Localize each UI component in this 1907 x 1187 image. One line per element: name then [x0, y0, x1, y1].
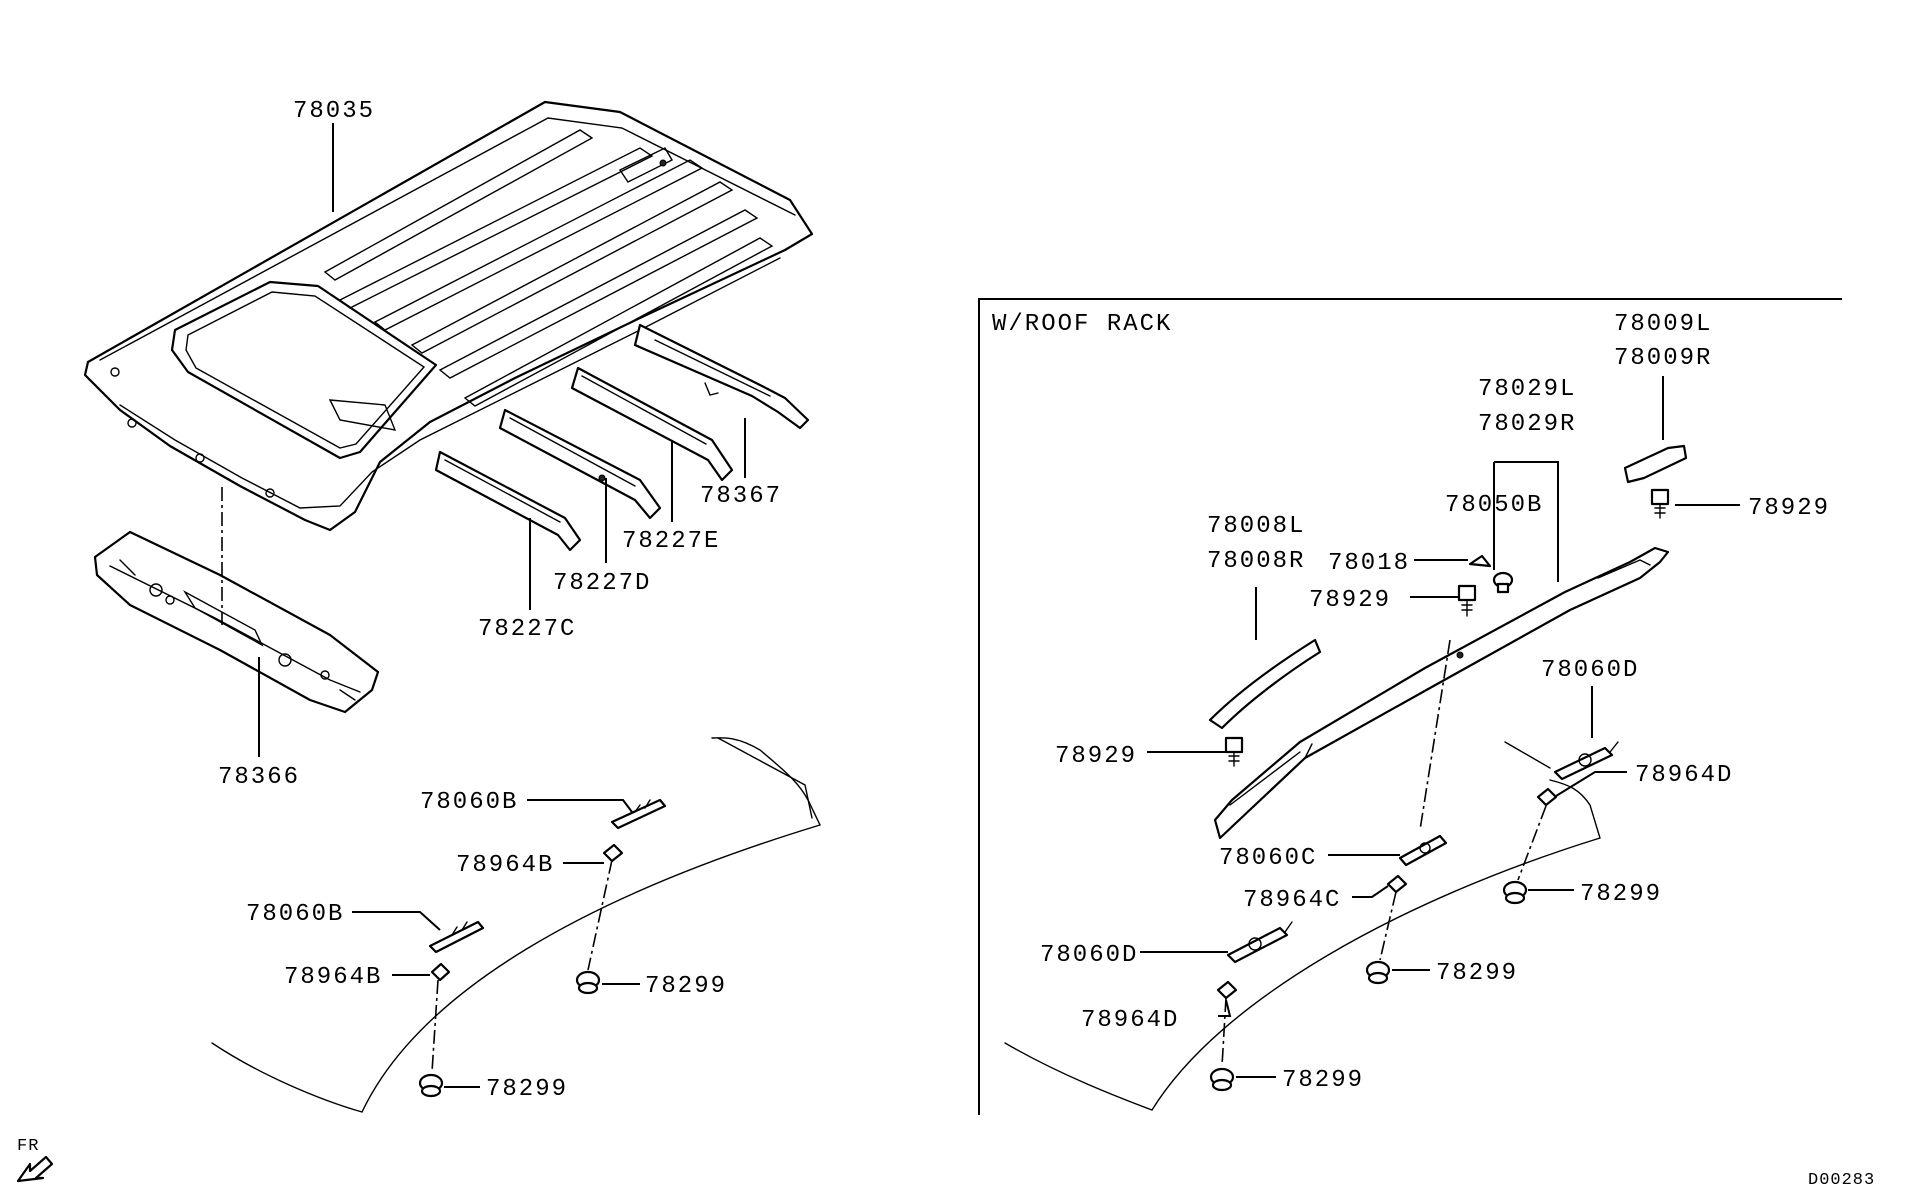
roof-rail-78029 — [1213, 546, 1670, 840]
label-78008r: 78008R — [1207, 548, 1305, 575]
grommet-78299-left — [418, 1073, 444, 1098]
screw-78929-rear — [1650, 488, 1670, 519]
inset-frame — [978, 298, 1842, 1115]
front-roof-header-78366 — [93, 530, 380, 714]
left-dash-upper — [587, 859, 613, 971]
label-78050b: 78050B — [1445, 492, 1543, 519]
label-78299-middle: 78299 — [1436, 960, 1518, 987]
screw-78929-front — [1224, 736, 1244, 767]
nut-78964c — [1386, 874, 1408, 894]
bracket-78060b-lower — [428, 920, 485, 954]
label-78060c: 78060C — [1219, 845, 1317, 872]
label-78060b-upper: 78060B — [420, 789, 518, 816]
roof-panel — [83, 100, 814, 532]
nut-78964d-lower — [1216, 980, 1238, 1000]
label-78018: 78018 — [1328, 550, 1410, 577]
label-78299-left: 78299 — [486, 1076, 568, 1103]
label-78299-rear: 78299 — [1580, 881, 1662, 908]
right-dash-center — [1419, 639, 1451, 831]
left-body-rear — [717, 737, 813, 819]
label-78227e: 78227E — [622, 528, 720, 555]
label-78008l: 78008L — [1207, 513, 1305, 540]
inset-title: W/ROOF RACK — [992, 311, 1172, 338]
nut-78964b-upper — [602, 843, 624, 863]
label-78964d-upper: 78964D — [1635, 762, 1733, 789]
bracket-78060d-upper — [1504, 741, 1619, 781]
label-78035: 78035 — [293, 98, 375, 125]
label-78929-middle: 78929 — [1309, 587, 1391, 614]
label-78299-front: 78299 — [1282, 1067, 1364, 1094]
right-dash-front — [1221, 997, 1227, 1067]
right-body-outline — [1004, 779, 1601, 1111]
label-78929-rear: 78929 — [1748, 495, 1830, 522]
rail-cover-78009 — [1623, 444, 1688, 484]
label-78366: 78366 — [218, 764, 300, 791]
label-78009r: 78009R — [1614, 345, 1712, 372]
roof-bow-78227e — [570, 366, 734, 482]
label-78964c: 78964C — [1243, 887, 1341, 914]
clip-78050b — [1492, 571, 1514, 594]
screw-78929-middle — [1457, 584, 1477, 617]
label-78929-front: 78929 — [1055, 743, 1137, 770]
grommet-78299-rear — [1502, 880, 1528, 905]
drawing-id: D00283 — [1808, 1171, 1875, 1187]
label-78060d-lower: 78060D — [1040, 942, 1138, 969]
rail-cover-78008 — [1208, 638, 1322, 730]
label-78009l: 78009L — [1614, 311, 1712, 338]
bracket-78060c — [1398, 834, 1448, 867]
label-78964b-upper: 78964B — [456, 852, 554, 879]
label-78964b-lower: 78964B — [284, 964, 382, 991]
grommet-78299-middle — [1365, 960, 1391, 985]
label-78060b-lower: 78060B — [246, 901, 344, 928]
label-78060d-upper: 78060D — [1541, 657, 1639, 684]
cap-78018 — [1468, 554, 1492, 568]
label-78299-right: 78299 — [645, 973, 727, 1000]
nut-78964b-lower — [430, 962, 451, 982]
roof-bow-78367 — [633, 323, 810, 430]
label-78227d: 78227D — [553, 570, 651, 597]
bracket-78060d-lower — [1226, 921, 1293, 964]
right-leader-lines — [1140, 376, 1740, 1078]
label-78227c: 78227C — [478, 616, 576, 643]
left-leader-lines — [258, 123, 746, 1088]
label-78964d-lower: 78964D — [1081, 1007, 1179, 1034]
right-dash-middle — [1379, 891, 1397, 961]
left-dash-lower — [431, 979, 439, 1073]
grommet-78299-right — [575, 970, 601, 995]
grommet-78299-front — [1209, 1067, 1235, 1092]
label-78367: 78367 — [700, 483, 782, 510]
roof-bow-78227c — [434, 450, 582, 552]
front-direction-arrow-icon — [16, 1155, 54, 1183]
label-78029l: 78029L — [1478, 376, 1576, 403]
label-78029r: 78029R — [1478, 411, 1576, 438]
bracket-78060b-upper — [610, 798, 667, 830]
nut-78964d-upper — [1536, 787, 1558, 807]
front-direction-label: FR — [17, 1137, 39, 1156]
right-dash-rear — [1517, 805, 1547, 881]
